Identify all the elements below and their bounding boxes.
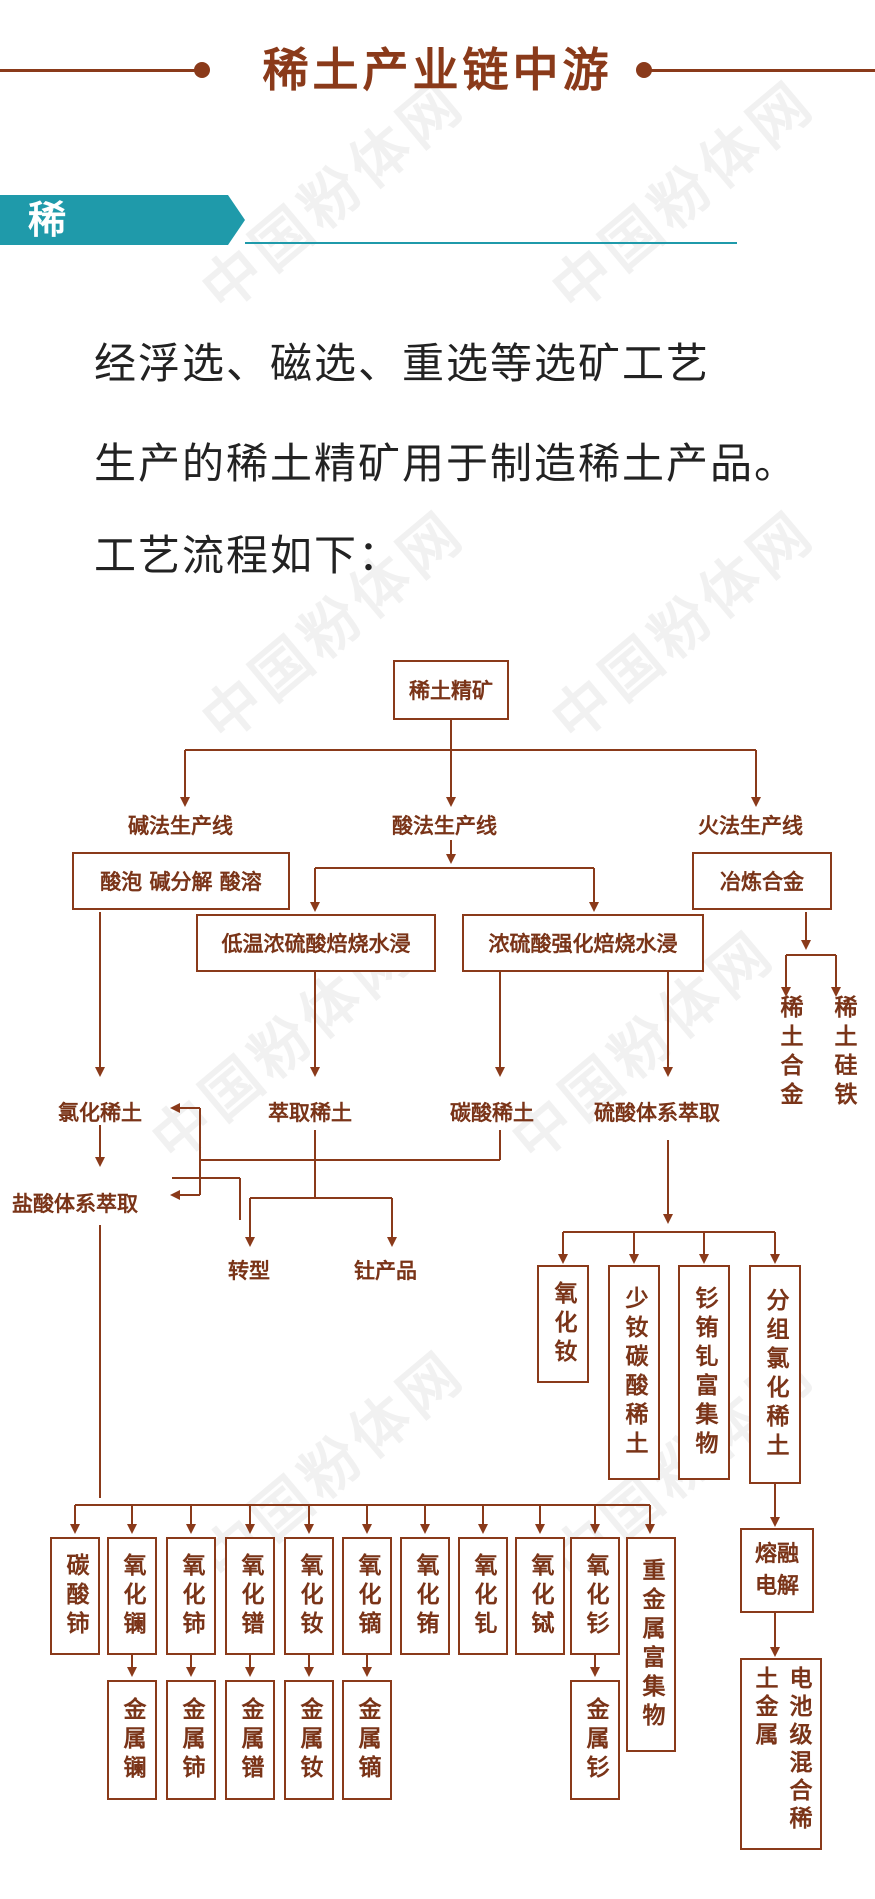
intro-line-3: 工艺流程如下： [94,531,403,580]
product-ce-oxide: 氧化铈 [166,1537,216,1655]
node-hcl-extraction: 盐酸体系萃取 [12,1192,138,1216]
node-molten-electrolysis: 熔融电解 [740,1528,814,1613]
metal-nd: 金属钕 [284,1680,334,1800]
product-sm-oxide: 氧化钐 [570,1537,620,1655]
section-title: 稀土加工 [28,198,70,392]
node-alkali-process: 酸泡 碱分解 酸溶 [72,852,290,910]
node-re-carbonate: 碳酸稀土 [450,1101,534,1125]
product-eu-oxide: 氧化铕 [400,1537,450,1655]
intro-line-2: 生产的稀土精矿用于制造稀土产品。 [94,439,799,488]
metal-ce: 金属铈 [166,1680,216,1800]
node-sulfate-extraction: 硫酸体系萃取 [594,1101,720,1125]
product-pr-oxide: 氧化镨 [225,1537,275,1655]
product-nd-oxide: 氧化钕 [284,1537,334,1655]
node-re-chloride: 氯化稀土 [58,1101,142,1125]
page-title: 稀土产业链中游 [262,43,613,97]
node-strong-acid-roast: 浓硫酸强化焙烧水浸 [462,914,704,972]
node-transform: 转型 [228,1259,270,1283]
section-rule [245,242,737,244]
node-re-ferrosilicon: 稀土硅铁 [830,995,856,1111]
product-dy-oxide: 氧化镝 [342,1537,392,1655]
product-heavy-metal-enrichment: 重金属富集物 [626,1537,676,1752]
metal-pr: 金属镨 [225,1680,275,1800]
header: 稀土产业链中游 [0,40,875,100]
node-thorium-product: 钍产品 [354,1259,417,1283]
label-fire-line: 火法生产线 [698,814,803,838]
node-re-alloy: 稀土合金 [776,995,802,1111]
product-tb-oxide: 氧化铽 [515,1537,565,1655]
metal-sm: 金属钐 [570,1680,620,1800]
node-smelt-alloy: 冶炼合金 [692,852,832,910]
node-low-nd-carbonate: 少钕碳酸稀土 [608,1265,660,1480]
section-heading-bar [0,195,245,245]
metal-la: 金属镧 [107,1680,157,1800]
node-battery-mischmetal-label: 电池级混合稀土金属 [751,1666,811,1834]
node-nd-oxide: 氧化钕 [537,1265,589,1383]
node-re-concentrate: 稀土精矿 [393,660,509,720]
metal-dy: 金属镝 [342,1680,392,1800]
intro-line-1: 经浮选、磁选、重选等选矿工艺 [94,339,711,388]
node-battery-mischmetal: 电池级混合稀土金属 [740,1658,822,1850]
node-sm-eu-gd: 钐铕钆富集物 [678,1265,730,1480]
label-alkali-line: 碱法生产线 [128,814,233,838]
node-low-temp-roast: 低温浓硫酸焙烧水浸 [196,914,436,972]
label-acid-line: 酸法生产线 [392,814,497,838]
node-extract-re: 萃取稀土 [268,1101,352,1125]
product-gd-oxide: 氧化钆 [458,1537,508,1655]
product-la-oxide: 氧化镧 [107,1537,157,1655]
node-molten-electrolysis-label: 熔融电解 [754,1541,799,1599]
product-cerium-carbonate: 碳酸铈 [50,1537,100,1655]
node-group-chloride: 分组氯化稀土 [749,1265,801,1484]
